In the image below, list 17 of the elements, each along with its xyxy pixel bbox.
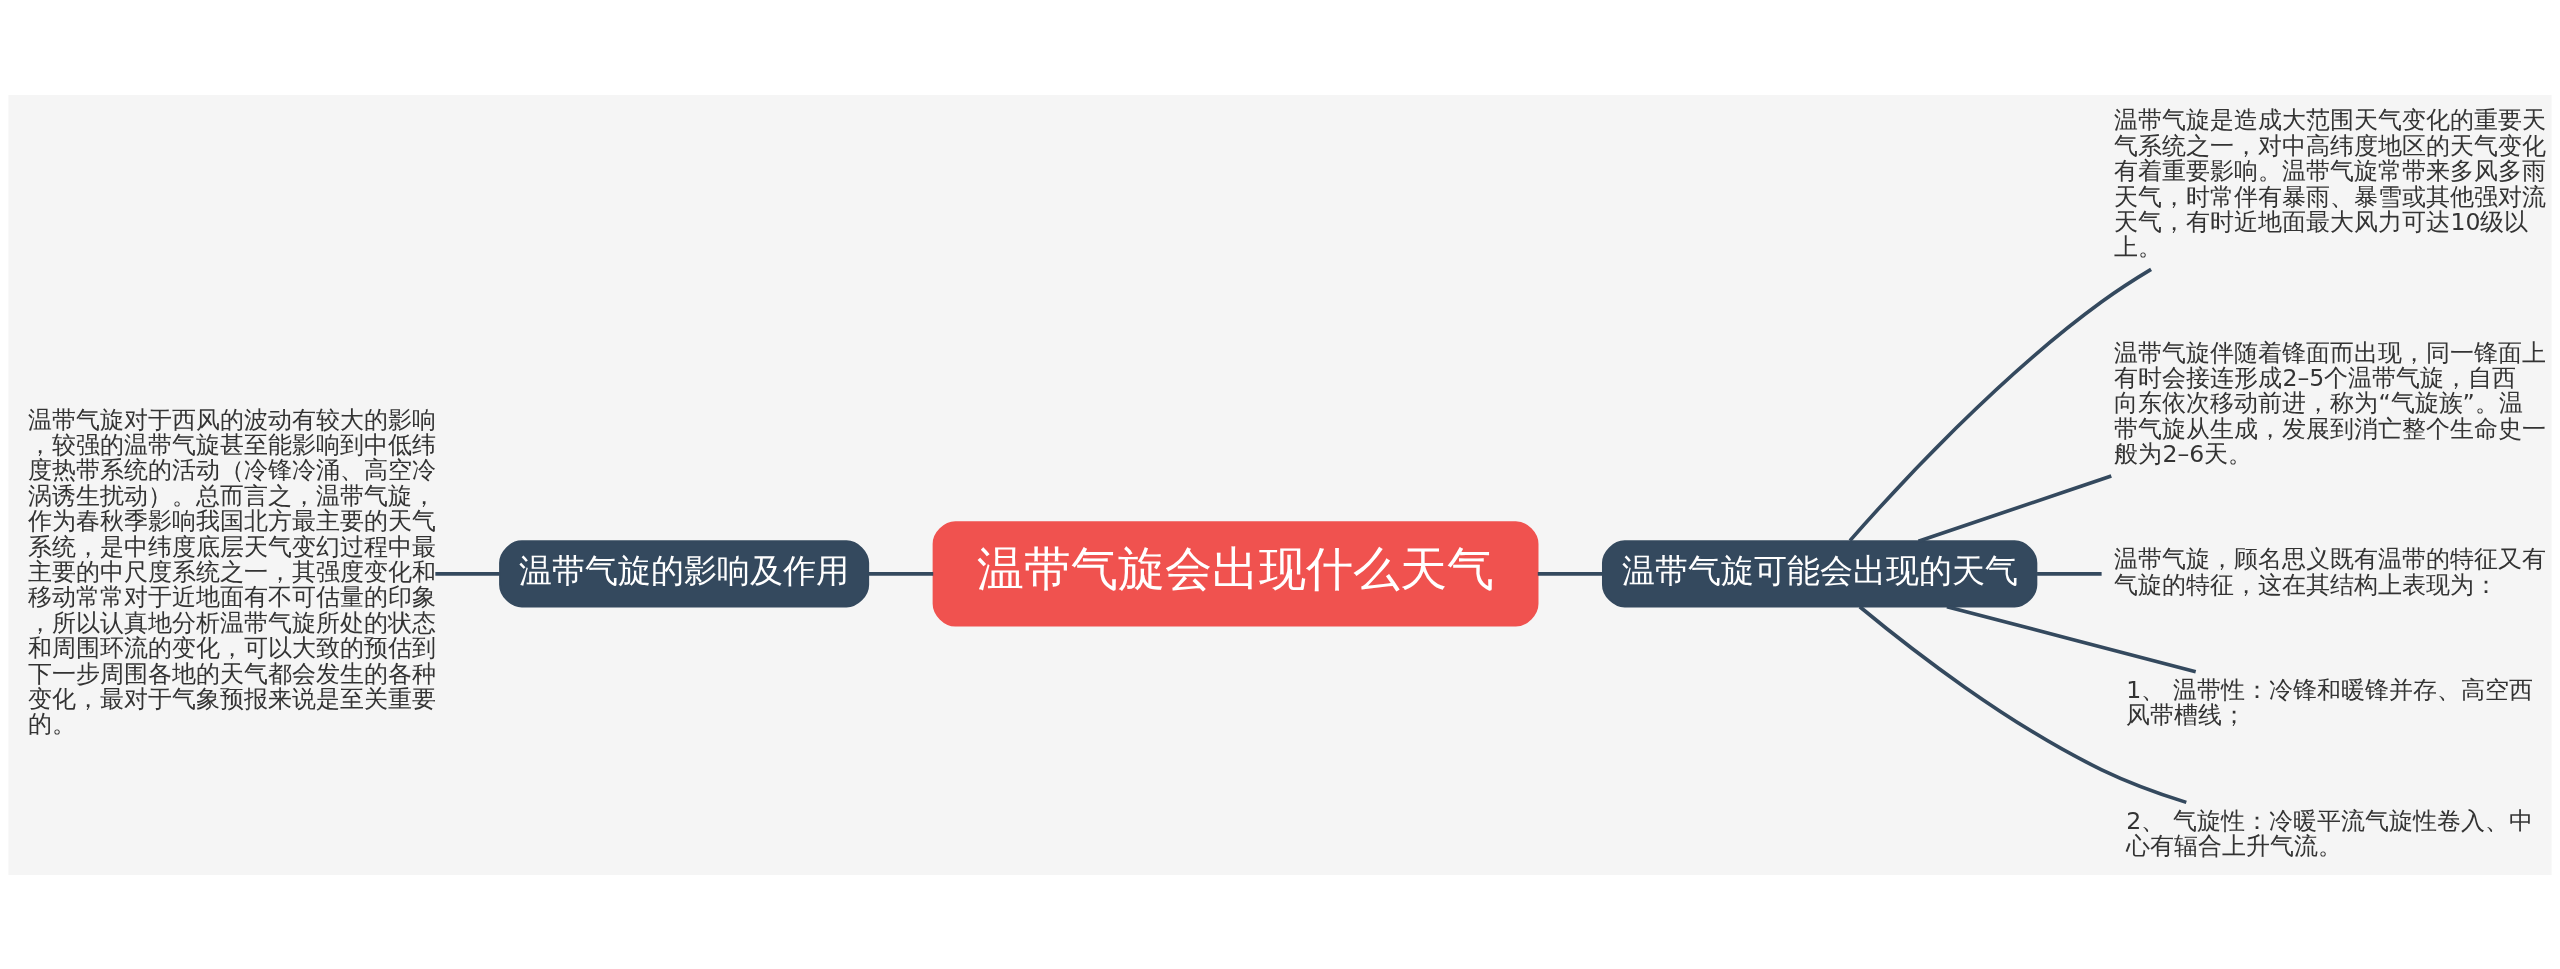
node-text: 温带气旋是造成大范围天气变化的重要天气系统之一，对中高纬度地区的天气变化有着重要影响。温带气旋常带来多风多雨天气，时常伴有暴雨、暴雪或其他强对流天气，有时近地面最大风力可达10级以上。 <box>2114 105 2547 261</box>
node-text: 1、 温带性：冷锋和暖锋并存、高空西风带槽线； <box>2126 675 2533 729</box>
node-box: 温带气旋可能会出现的天气 <box>1601 539 2038 607</box>
node-text: 2、 气旋性：冷暖平流气旋性卷入、中心有辐合上升气流。 <box>2126 806 2533 860</box>
node-text: 温带气旋，顾名思义既有温带的特征又有气旋的特征，这在其结构上表现为： <box>2114 544 2547 599</box>
connector <box>2037 571 2102 576</box>
node-box: 温带气旋的影响及作用 <box>499 539 870 607</box>
node-text: 温带气旋对于西风的波动有较大的影响，较强的温带气旋甚至能影响到中低纬度热带系统的活动（冷锋冷涌、高空冷涡诱生扰动）。总而言之，温带气旋，作为春秋季影响我国北方最主要的天气系统，是中纬度底层天气变幻过程中最主要的中尺度系统之一，其强度变化和移动常常对于近地面有不可估量的印象，所以认真地分析温带气旋所处的状态和周围环流的变化，可以大致的预估到下一步周围各地的天气都会发生的各种变化，最对于气象预报来说是至关重要的。 <box>28 405 437 738</box>
connector <box>868 571 934 576</box>
connector <box>1537 571 1603 576</box>
connector <box>1917 473 2112 543</box>
connector <box>1848 267 2152 542</box>
connector <box>1946 604 2197 673</box>
connector <box>1858 604 2187 804</box>
node-text: 温带气旋伴随着锋面而出现，同一锋面上有时会接连形成2–5个温带气旋，自西向东依次移动前进，称为“气旋族”。温带气旋从生成，发展到消亡整个生命史一般为2–6天。 <box>2114 338 2547 468</box>
node-box: 温带气旋会出现什么天气 <box>932 520 1539 626</box>
connector <box>435 571 500 576</box>
